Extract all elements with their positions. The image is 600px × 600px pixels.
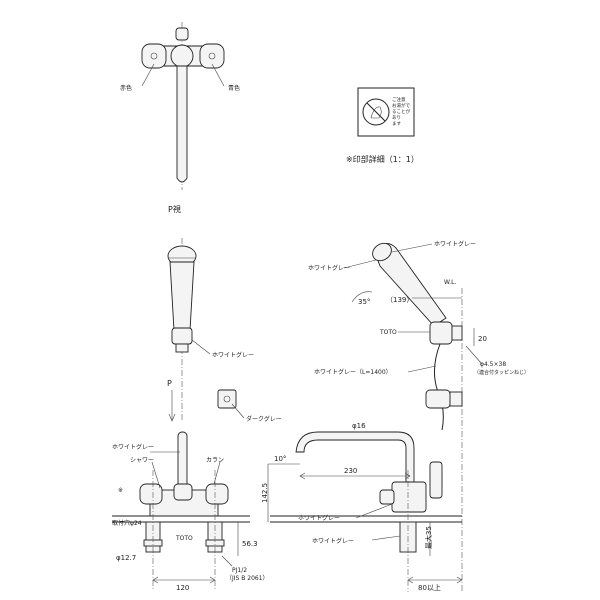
side-dim-10: 10° (274, 455, 286, 463)
mark-text-2: お湯がで (392, 102, 410, 109)
top-view: 赤色 青色 P視 (120, 22, 240, 214)
front-karan-label: カラン (206, 457, 224, 464)
side-dim-20: 20 (478, 335, 487, 343)
front-dim-phi127: φ12.7 (116, 554, 136, 562)
side-wall-label: W.L. (444, 279, 456, 286)
side-screw-note: φ4.5×38 (480, 361, 506, 368)
front-grey-label: ホワイトグレー (112, 443, 154, 451)
top-label-red: 赤色 (120, 84, 132, 92)
front-mount-hole: 取付穴φ24 (112, 519, 142, 527)
side-dim-139: （139） (386, 296, 413, 304)
shower-view: ホワイトグレー ダークグレー P (167, 238, 282, 423)
front-shower-label: シャワー (130, 457, 154, 464)
mark-detail-caption: ※印部詳細（1：1） (346, 154, 419, 164)
front-pipe-std: （JIS B 2061） (226, 575, 269, 582)
shower-holder-label: ホワイトグレー (212, 351, 254, 359)
front-dim-120: 120 (176, 584, 189, 592)
front-arrow-label: P (167, 379, 172, 388)
side-body-label-2: ホワイトグレー (312, 537, 354, 545)
mark-text-5: ます (392, 120, 401, 127)
side-hose-label: ホワイトグレー（L=1400） (314, 368, 392, 376)
side-screw-note-sub: （連合付タッピンねじ） (474, 369, 529, 376)
mark-text-3: ることが (392, 108, 410, 115)
side-head-label-right: ホワイトグレー (434, 240, 476, 248)
front-mark-ref: ※ (118, 487, 123, 494)
top-label-blue: 青色 (228, 84, 240, 92)
side-dim-80: 80以上 (418, 583, 441, 592)
shower-hook-label: ダークグレー (246, 415, 282, 423)
side-dim-230: 230 (344, 467, 357, 475)
top-view-caption: P視 (168, 205, 181, 214)
side-view: W.L. ホワイトグレー ホワイトグレー （139） 35° 20 TOTO ホ… (261, 240, 529, 592)
mark-text-4: あり (392, 115, 401, 121)
side-head-label-left: ホワイトグレー (308, 264, 350, 272)
front-view: ホワイトグレー シャワー カラン ※ 取付穴φ24 TOTO φ12.7 56.… (112, 431, 269, 592)
side-dim-max35: 最大35 (424, 526, 433, 549)
side-dim-142: 142.5 (261, 483, 269, 503)
front-brand: TOTO (175, 535, 193, 542)
mark-detail: ご注意 お湯がで ることが あり ます ※印部詳細（1：1） (346, 87, 419, 164)
mark-text-1: ご注意 (392, 96, 406, 103)
side-body-label-1: ホワイトグレー (298, 514, 340, 522)
side-dim-35: 35° (358, 298, 370, 306)
front-pipe-spec: PJ1/2 (232, 567, 247, 574)
side-brand: TOTO (379, 329, 397, 336)
front-dim-563: 56.3 (242, 540, 258, 548)
side-dim-phi16: φ16 (352, 422, 366, 430)
